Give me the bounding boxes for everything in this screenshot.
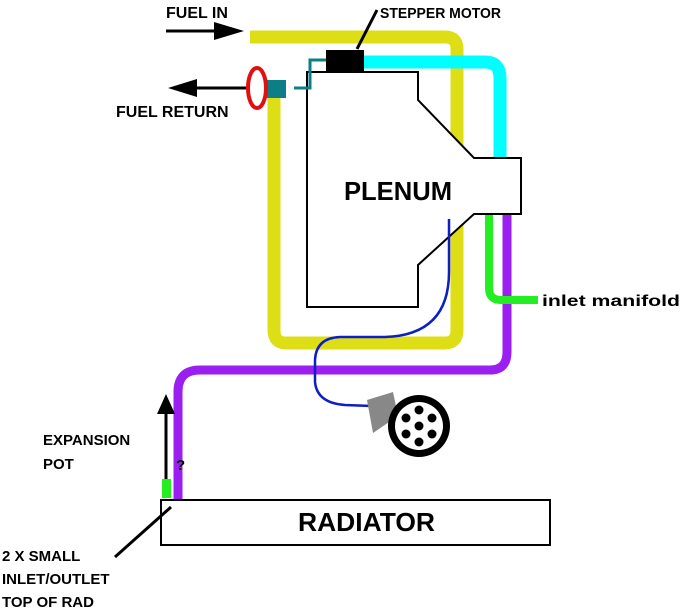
round-connector-icon [367, 392, 450, 457]
fuel-return-label: FUEL RETURN [116, 104, 229, 121]
stepper-motor-block [326, 50, 364, 72]
plenum-label: PLENUM [344, 176, 452, 206]
note-line-1: 2 X SMALL [2, 548, 80, 565]
expansion-label-line2: POT [43, 456, 74, 473]
note-line-2: INLET/OUTLET [2, 571, 110, 588]
stepper-motor-label: STEPPER MOTOR [380, 5, 501, 22]
coolant-line-cyan [364, 55, 507, 158]
fuel-return-pipe [294, 58, 326, 90]
plenum-body [306, 71, 522, 308]
radiator-box [160, 499, 551, 546]
note-line-3: TOP OF RAD [2, 594, 94, 609]
fuel-return-arrow [168, 79, 246, 97]
inlet-manifold-line [485, 214, 538, 304]
radiator-label: RADIATOR [298, 507, 435, 537]
note-leader-line [114, 505, 172, 559]
fuel-in-label: FUEL IN [166, 5, 228, 22]
fuel-in-arrow [166, 22, 244, 40]
expansion-label-line1: EXPANSION [43, 432, 130, 449]
fuel-return-ring [246, 66, 268, 110]
inlet-manifold-label: inlet manifold [542, 293, 680, 310]
sensor-wire [313, 219, 451, 408]
fuel-return-connector [264, 80, 286, 98]
expansion-arrow [157, 394, 175, 479]
fuel-line-loop [250, 30, 464, 350]
coolant-line-purple [173, 214, 512, 500]
expansion-stub [162, 479, 171, 498]
question-mark-label: ? [176, 457, 185, 474]
stepper-leader-line [355, 9, 379, 50]
